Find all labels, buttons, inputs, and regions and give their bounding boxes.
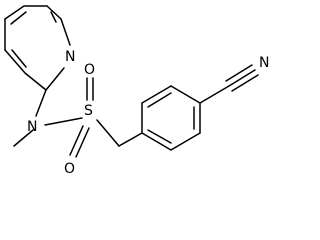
structure-svg: N N S O O N [4, 5, 269, 177]
bond-ring-to-amide-n [35, 89, 47, 117]
molecule-diagram: N N S O O N [4, 5, 269, 177]
atom-amide-n: N [27, 119, 37, 135]
bond-pyridine-n-to-c2 [45, 67, 65, 91]
bond-s-to-ch2 [96, 119, 120, 147]
bond-n-to-s [44, 117, 83, 126]
bond-ch2-to-ring [118, 132, 143, 147]
bond-c-to-pyridine-n [60, 18, 71, 46]
atom-pyridine-n: N [65, 49, 75, 65]
bond-ring-to-nitrile-c [199, 85, 230, 104]
atom-nitrile-n: N [259, 55, 269, 71]
bond-n-methyl [13, 129, 34, 147]
bond-s-o-bottom [69, 125, 90, 158]
atom-oxygen-left: O [84, 62, 95, 78]
atom-sulfur: S [84, 103, 93, 119]
atom-oxygen-bottom: O [64, 161, 75, 177]
benzene-ring [141, 85, 201, 151]
bond-s-o-left [86, 77, 94, 101]
pyridine-ring [4, 5, 71, 91]
bond-nitrile-triple [225, 64, 259, 92]
